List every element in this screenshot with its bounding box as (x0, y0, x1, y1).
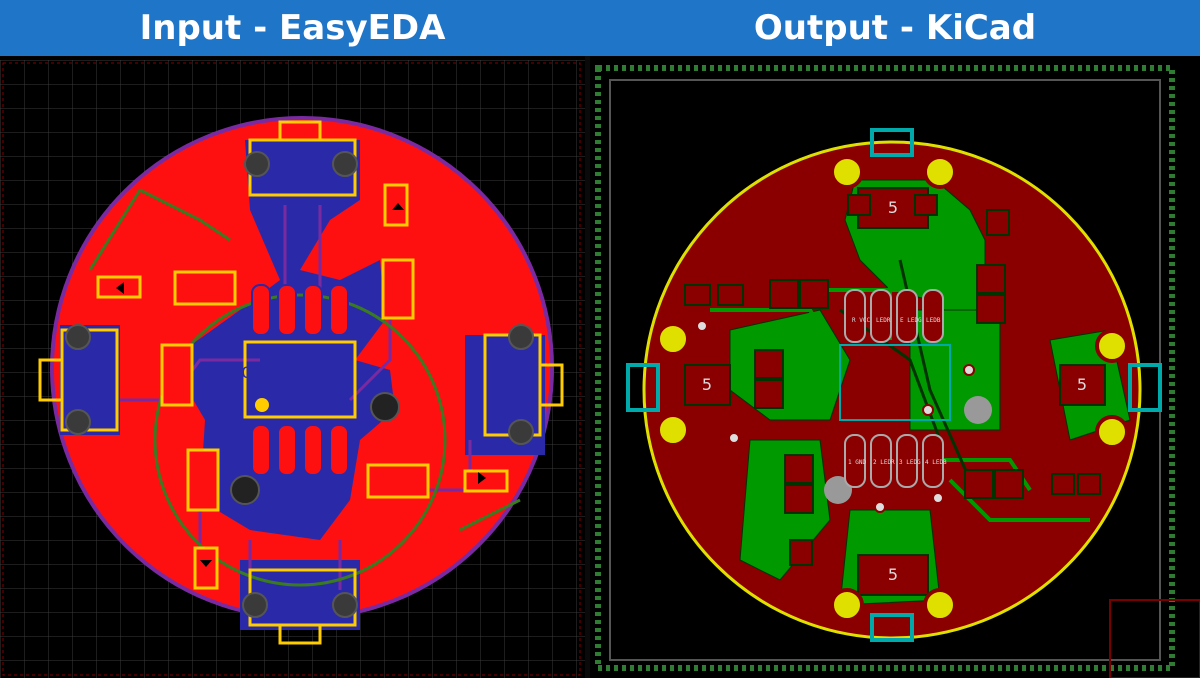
kicad-ic-pads-top (844, 289, 944, 343)
easyeda-connector-left (38, 328, 119, 432)
easyeda-led-marks (116, 203, 486, 567)
kicad-through-holes (656, 155, 1129, 622)
kicad-connector-bottom[interactable]: 5 (857, 554, 929, 596)
kicad-title-block (1109, 599, 1200, 678)
kicad-connector-left-label: 5 (702, 375, 712, 394)
kicad-ic-pads-bottom (844, 434, 944, 488)
kicad-connector-right-label: 5 (1077, 375, 1087, 394)
kicad-connector-right[interactable]: 5 (1059, 364, 1106, 406)
kicad-connector-left[interactable]: 5 (684, 364, 731, 406)
easyeda-pin1-dot (255, 398, 269, 412)
output-kicad-title: Output - KiCad (753, 8, 1037, 48)
easyeda-silk-text: LLCLLLLLL (222, 363, 309, 382)
kicad-connector-bottom-label: 5 (888, 565, 898, 584)
kicad-vias (696, 320, 975, 513)
svg-text:LEDR: LEDR (876, 317, 891, 324)
svg-text:R VCC: R VCC (852, 317, 870, 324)
kicad-connector-top-label: 5 (888, 198, 898, 217)
easyeda-through-holes (65, 151, 534, 618)
kicad-smd-pads (684, 194, 1101, 566)
kicad-frame (595, 65, 1175, 671)
easyeda-canvas[interactable]: LLCLLLLLL (0, 60, 585, 678)
svg-text:3 LEDG: 3 LEDG (899, 459, 921, 466)
easyeda-silkscreen (88, 188, 521, 587)
kicad-ic-outline (839, 344, 951, 421)
easyeda-ic-outline (243, 340, 357, 419)
svg-text:2 LEDR: 2 LEDR (873, 459, 895, 466)
easyeda-frame (2, 62, 581, 676)
input-easyeda-title: Input - EasyEDA (139, 8, 446, 48)
svg-text:1 GND: 1 GND (848, 459, 866, 466)
kicad-ic-pad-labels: R VCC LEDR E LEDG LEDB 1 GND 2 LEDR 3 LE… (848, 317, 947, 466)
kicad-connectors-silk (626, 128, 1162, 642)
header-banner: Input - EasyEDA Output - KiCad (0, 0, 1200, 56)
easyeda-ic-pads (251, 284, 349, 476)
svg-text:E LEDG: E LEDG (900, 317, 922, 324)
kicad-mount-holes (824, 396, 992, 504)
svg-text:4 LEDB: 4 LEDB (925, 459, 947, 466)
panel-divider (585, 56, 590, 678)
easyeda-smd-pads (96, 183, 509, 590)
svg-text:LEDB: LEDB (926, 317, 941, 324)
kicad-canvas[interactable]: 5 5 5 5 (590, 60, 1200, 678)
